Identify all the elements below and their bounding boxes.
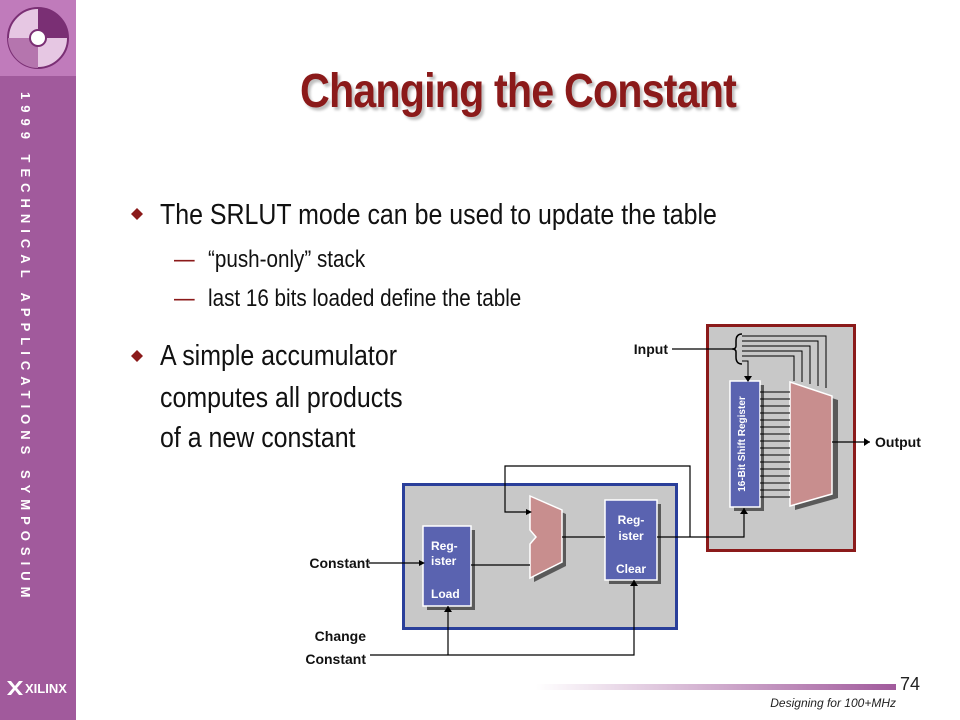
page-number: 74 xyxy=(900,674,921,694)
xilinx-logo-text: XILINX xyxy=(25,681,67,696)
diamond-bullet-icon xyxy=(131,350,143,362)
input-bus-lines xyxy=(742,335,827,388)
sidebar-vertical-text: 1999 TECHNICAL APPLICATIONS SYMPOSIUM xyxy=(18,92,32,603)
input-label: Input xyxy=(634,341,669,357)
cd-logo-box xyxy=(0,0,76,76)
accumulator-wires xyxy=(369,465,745,656)
output-label: Output xyxy=(875,434,921,450)
sub-bullet-2: last 16 bits loaded define the table xyxy=(208,285,522,312)
diamond-bullet-icon xyxy=(131,208,143,220)
register-clear-label-line-1: Reg- xyxy=(618,513,645,527)
footer-text: Designing for 100+MHz xyxy=(770,696,896,710)
bullet-1: The SRLUT mode can be used to update the… xyxy=(160,199,717,231)
bullet-2-line-1: A simple accumulator xyxy=(160,340,398,372)
xilinx-mark-icon xyxy=(7,681,23,695)
sub-bullet-1: “push-only” stack xyxy=(208,246,366,273)
cd-logo-icon xyxy=(7,7,69,69)
adder-block xyxy=(529,494,563,580)
output-mux xyxy=(789,380,833,507)
slide-title: Changing the Constant xyxy=(300,65,737,118)
shift-register-label: 16-Bit Shift Register xyxy=(737,396,748,492)
constant-label: Constant xyxy=(309,555,370,571)
sidebar xyxy=(0,0,76,720)
register-to-mux-lines xyxy=(760,391,790,498)
register-clear-block xyxy=(604,499,658,581)
change-constant-label-line-2: Constant xyxy=(305,651,366,667)
register-load-label-line-3: Load xyxy=(431,587,460,601)
register-load-block xyxy=(422,525,472,607)
register-load-label-line-1: Reg- xyxy=(431,539,458,553)
bullet-2-line-3: of a new constant xyxy=(160,422,356,454)
xilinx-logo: XILINX xyxy=(4,676,74,700)
input-bus-brace xyxy=(731,333,743,365)
footer-gradient-bar xyxy=(536,684,896,690)
sub-bullet-marker-2: — xyxy=(174,285,195,312)
shift-register-block xyxy=(729,380,761,508)
register-clear-label-line-3: Clear xyxy=(616,562,646,576)
sub-bullet-marker-1: — xyxy=(174,246,195,273)
change-constant-label-line-1: Change xyxy=(315,628,367,644)
register-load-label-line-2: ister xyxy=(431,554,457,568)
register-clear-label-line-2: ister xyxy=(618,529,644,543)
symposium-text: 1999 TECHNICAL APPLICATIONS SYMPOSIUM xyxy=(18,92,32,603)
bullet-2-line-2: computes all products xyxy=(160,382,403,414)
